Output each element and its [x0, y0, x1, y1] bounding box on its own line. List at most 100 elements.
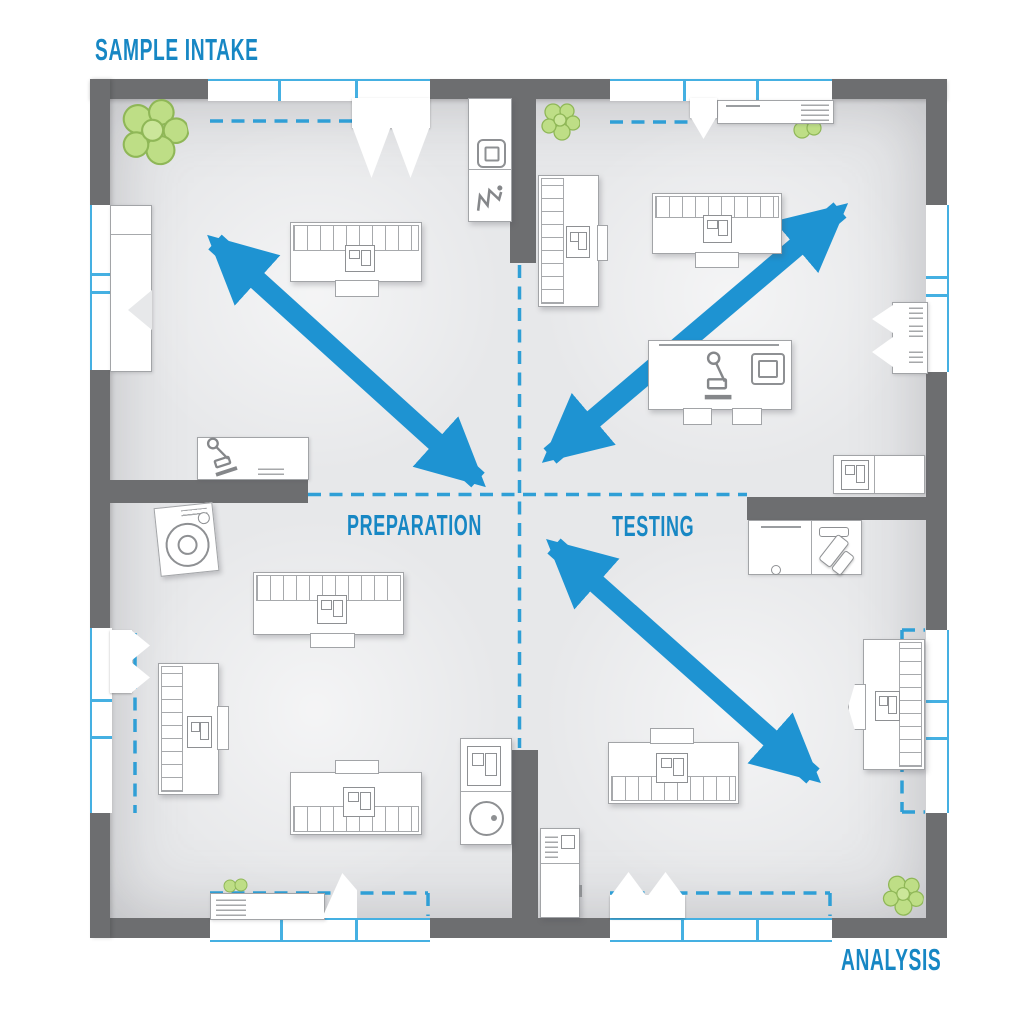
monitor-icon	[477, 139, 506, 168]
microscope-bench-sample-intake	[197, 437, 309, 480]
door-notch	[128, 290, 152, 330]
sink-unit-preparation	[460, 738, 512, 845]
door-leaf	[610, 895, 685, 918]
equipment-icon	[187, 716, 212, 748]
label-scribble	[909, 351, 923, 363]
bench-grid-counter	[655, 196, 779, 218]
door-swing-triangle	[647, 872, 684, 897]
door-swing-triangle	[131, 662, 150, 693]
plant-icon	[879, 870, 927, 919]
door-swing-triangle	[610, 872, 647, 897]
cabinet-divider	[469, 169, 511, 170]
timer-icon	[197, 511, 211, 525]
bench-seat-tab	[732, 408, 762, 425]
floor-light-tl	[130, 120, 500, 470]
floor-light-tr	[545, 120, 915, 470]
equipment-icon	[703, 215, 732, 243]
label-scribble	[216, 897, 246, 916]
wall-center-vertical-bottom	[512, 750, 538, 918]
bench-divider	[811, 521, 812, 574]
fridge-handle	[579, 885, 582, 897]
door-swing-triangle	[352, 126, 391, 178]
window-divider	[92, 291, 112, 294]
double-door-preparation	[110, 630, 150, 693]
door-testing	[690, 98, 717, 140]
plant-icon	[540, 100, 581, 142]
window-bottom-preparation	[210, 918, 430, 942]
equipment-icon	[841, 460, 869, 490]
double-door-sample-intake	[352, 98, 430, 180]
lab-bench-analysis	[608, 742, 739, 804]
window-divider	[355, 81, 358, 101]
wall-bench-testing	[717, 100, 834, 124]
window-divider	[756, 920, 759, 940]
window-divider	[92, 273, 112, 276]
bench-edge-line	[659, 344, 779, 346]
door-leaf	[690, 98, 717, 118]
lab-bench-preparation	[253, 572, 404, 635]
small-dot-icon	[771, 565, 781, 575]
window-divider	[92, 699, 112, 702]
window-right-analysis	[926, 630, 949, 813]
centrifuge-preparation	[153, 502, 220, 577]
window-divider	[355, 920, 358, 940]
bench-seat-tab	[650, 728, 694, 744]
window-cabinet-sample-intake	[110, 205, 152, 372]
window-divider	[926, 700, 947, 703]
bench-seat-tab	[683, 408, 712, 425]
label-scribble	[909, 307, 923, 319]
plant-icon	[111, 90, 194, 175]
vertical-lab-bench-preparation	[158, 663, 219, 795]
fridge-divider	[541, 863, 579, 864]
plant-dots-icon	[222, 877, 250, 894]
window-divider	[926, 294, 947, 297]
bench-grid-counter	[899, 642, 922, 767]
window-divider	[92, 736, 112, 739]
sink-icon	[469, 801, 504, 836]
plant-icon	[793, 117, 825, 141]
room-label-sample-intake: SAMPLE INTAKE	[95, 32, 259, 67]
window-top-sample-intake	[208, 79, 430, 101]
bench-seat-tab	[335, 760, 379, 774]
label-scribble	[801, 103, 829, 121]
bench-divider	[874, 456, 875, 493]
equipment-icon	[343, 787, 375, 817]
window-bench-analysis	[863, 639, 925, 770]
window-right-testing	[926, 205, 949, 372]
bench-seat-tab	[335, 280, 379, 297]
label-line	[726, 105, 760, 107]
room-label-testing: TESTING	[612, 511, 695, 543]
equipment-icon	[875, 691, 900, 721]
wall-cabinet-sample-intake	[468, 98, 512, 222]
equipment-icon	[566, 226, 590, 258]
equipment-icon	[317, 595, 347, 624]
double-door-analysis	[610, 871, 685, 918]
cabinet-divider	[111, 234, 151, 235]
microscope-computer-bench-testing	[648, 340, 792, 410]
room-label-preparation: PREPARATION	[347, 510, 483, 542]
equipment-icon	[656, 753, 688, 783]
bench-grid-counter	[541, 178, 564, 304]
window-top-testing	[610, 79, 832, 101]
window-divider	[683, 81, 686, 101]
wall-center-horizontal-right	[747, 497, 926, 520]
window-bottom-analysis	[610, 918, 832, 942]
window-divider	[926, 276, 947, 279]
faucet-dot	[491, 815, 497, 821]
window-left-preparation	[90, 628, 112, 813]
window-divider	[756, 81, 759, 101]
unit-divider	[461, 791, 511, 792]
refrigerator-analysis	[540, 828, 582, 918]
window-divider	[681, 920, 684, 940]
monitor-icon	[751, 353, 785, 385]
microscope-icon	[697, 347, 737, 405]
door-swing-triangle	[690, 116, 717, 139]
door-leaf	[110, 630, 132, 693]
label-scribble	[258, 466, 284, 475]
bench-seat-tab	[695, 252, 739, 268]
bench-seat-tab	[217, 706, 229, 750]
fridge-icon	[561, 835, 575, 849]
wall-bench-preparation	[210, 893, 325, 920]
bench-grid-counter	[161, 666, 183, 792]
